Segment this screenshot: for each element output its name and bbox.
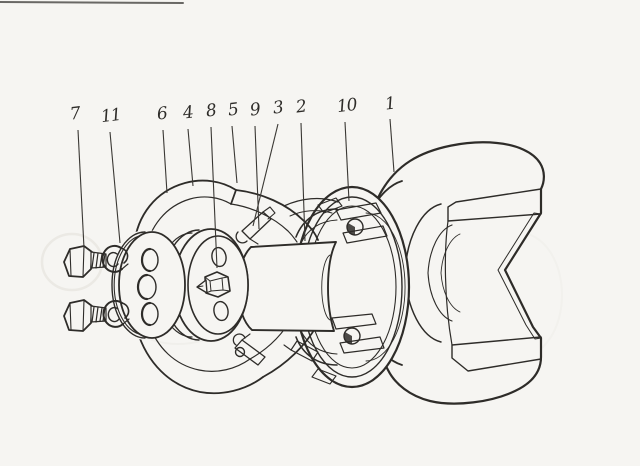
- leader-line-6: [162, 129, 168, 194]
- leader-line-5: [231, 125, 238, 184]
- bolt-part-7-upper: [63, 245, 107, 278]
- hub-pulley-part-4: [157, 228, 249, 342]
- leader-line-1: [389, 118, 395, 173]
- leader-line-8: [210, 126, 218, 269]
- leader-line-10: [344, 121, 350, 202]
- lock-washer-lower: [102, 299, 130, 328]
- leader-line-9: [254, 125, 260, 230]
- lock-washer-part-11-upper: [101, 244, 129, 273]
- leader-line-4: [187, 128, 194, 187]
- leader-line-7: [77, 129, 85, 249]
- leader-line-3: [252, 123, 279, 227]
- retainer-clips-parts-9-3: [232, 206, 319, 366]
- flange-plate: [107, 230, 186, 340]
- pulley-housing-part-1: [356, 141, 545, 405]
- plate-holes: [136, 247, 159, 327]
- callout-leader-lines: [77, 118, 395, 269]
- leader-line-11: [109, 131, 121, 244]
- shaft-spacer-part-2: [237, 241, 337, 332]
- leader-line-2: [300, 122, 306, 242]
- hub-hole: [213, 300, 229, 322]
- hub-hole: [211, 246, 227, 268]
- center-nut-part-8: [196, 271, 231, 298]
- bearing-section-cut: [295, 197, 388, 385]
- bolt-lower: [63, 299, 107, 332]
